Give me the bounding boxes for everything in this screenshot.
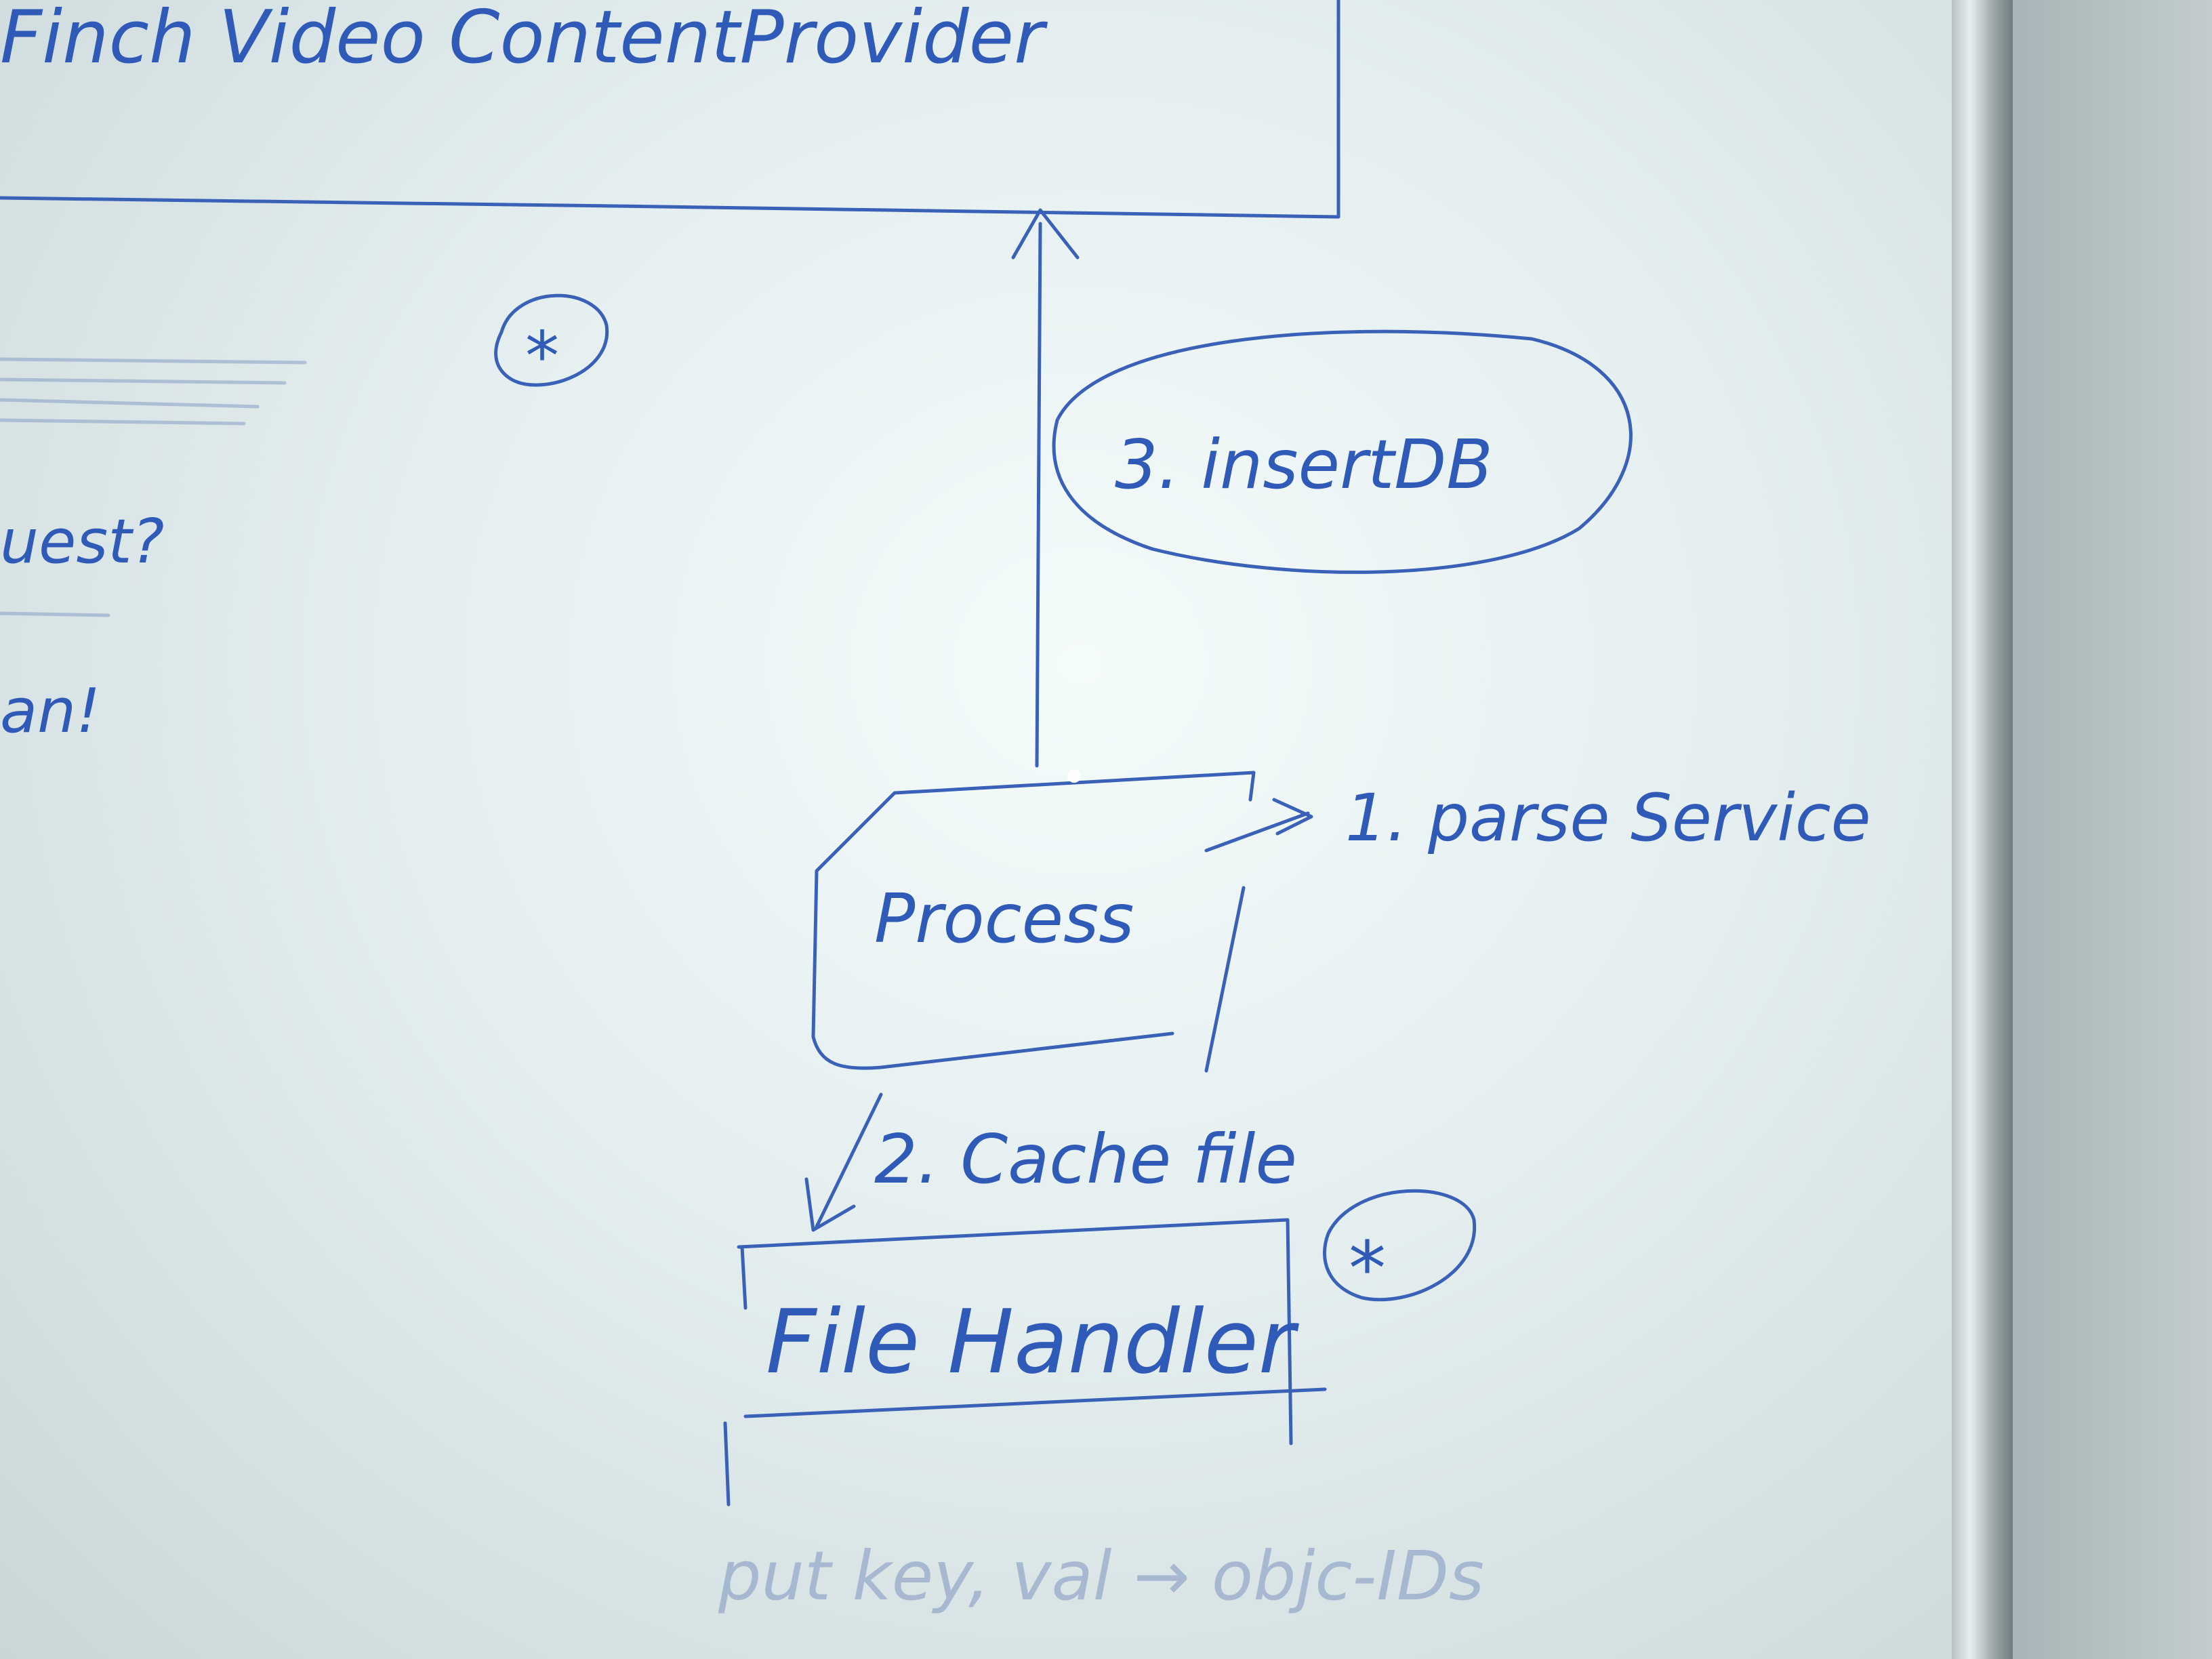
cache-file-label: 2. Cache file (874, 1120, 1297, 1199)
left-partial-text-2: an! (0, 676, 100, 747)
faint-bottom-note: put key, val → objc-IDs (718, 1536, 1484, 1616)
process-box: Process (811, 771, 1256, 1073)
asterisk-mark-top: * (494, 293, 609, 396)
asterisk-text-bottom: * (1349, 1225, 1386, 1312)
left-partial-text-1: uest? (0, 506, 164, 577)
whiteboard (0, 0, 1965, 1659)
left-partial-notes: uest? an! (0, 357, 307, 747)
parse-service-label: 1. parse Service (1345, 780, 1871, 856)
light-glare (1067, 769, 1081, 783)
insert-db-label: 3. insertDB (1115, 425, 1493, 504)
process-label: Process (874, 879, 1134, 958)
faint-bottom-text: put key, val → objc-IDs (718, 1536, 1484, 1616)
asterisk-text-top: * (525, 316, 559, 396)
content-provider-box: Finch Video ContentProvider (0, 0, 1340, 219)
cache-file-note: 2. Cache file (804, 1092, 1297, 1232)
asterisk-mark-bottom: * (1322, 1189, 1477, 1312)
whiteboard-frame (1952, 0, 2013, 1659)
file-handler-label: File Handler (766, 1290, 1300, 1393)
wall (2013, 0, 2212, 1659)
insert-arrow (1011, 208, 1080, 768)
file-handler-box: File Handler (723, 1218, 1327, 1507)
insert-db-ellipse: 3. insertDB (1052, 329, 1633, 574)
parse-service-note: 1. parse Service (1204, 780, 1871, 856)
content-provider-label: Finch Video ContentProvider (0, 0, 1048, 80)
